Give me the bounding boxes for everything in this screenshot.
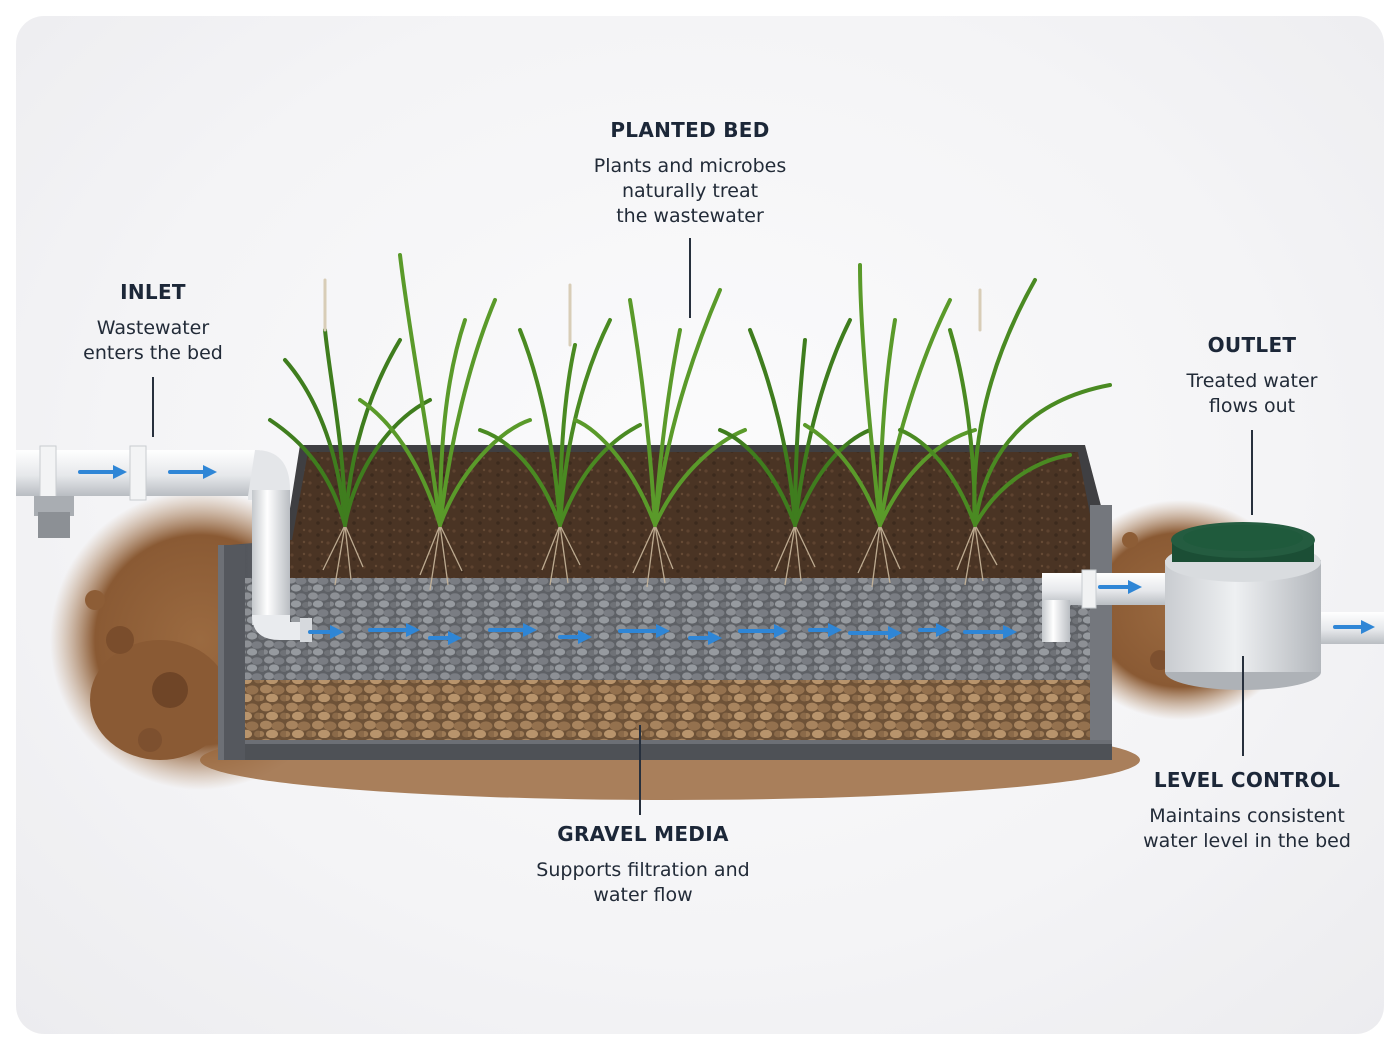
arrow-right-icon bbox=[428, 631, 462, 645]
inlet-description: Wastewater enters the bed bbox=[53, 316, 253, 366]
level-control-desc-line: water level in the bed bbox=[1143, 830, 1351, 852]
basin bbox=[218, 445, 1112, 760]
planted-bed-desc-line: Plants and microbes bbox=[593, 155, 787, 177]
arrow-right-icon bbox=[308, 625, 344, 639]
inlet-leader bbox=[152, 377, 154, 437]
outlet-title: OUTLET bbox=[1207, 333, 1297, 357]
planted-bed-title: PLANTED BED bbox=[610, 118, 770, 142]
gravel-media-desc-line: Supports filtration and bbox=[536, 859, 750, 881]
arrow-right-icon bbox=[168, 465, 217, 479]
arrow-right-icon bbox=[688, 631, 722, 645]
arrow-right-icon bbox=[558, 630, 592, 644]
level-control-leader bbox=[1242, 656, 1244, 756]
gravel-media-leader bbox=[639, 725, 641, 815]
plant-roots bbox=[322, 524, 998, 591]
arrow-right-icon bbox=[78, 465, 127, 479]
arrow-right-icon bbox=[738, 624, 788, 638]
arrow-right-icon bbox=[368, 623, 420, 637]
arrow-right-icon bbox=[918, 623, 950, 637]
arrow-right-icon bbox=[848, 626, 902, 640]
level-control-desc-line: Maintains consistent bbox=[1149, 805, 1345, 827]
outlet-description: Treated water flows out bbox=[1152, 369, 1352, 419]
gravel-media-desc-line: water flow bbox=[593, 884, 693, 906]
arrow-right-icon bbox=[488, 623, 537, 637]
arrow-right-icon bbox=[808, 623, 842, 637]
planted-bed-leader bbox=[689, 238, 691, 318]
planted-bed-desc-line: naturally treat bbox=[621, 180, 759, 202]
drainage-layer bbox=[245, 680, 1090, 740]
outlet-leader bbox=[1251, 430, 1253, 515]
planted-bed-desc-line: the wastewater bbox=[616, 205, 764, 227]
arrow-right-icon bbox=[1333, 620, 1375, 634]
outlet-desc-line: Treated water bbox=[1186, 370, 1318, 392]
level-control-callout: LEVEL CONTROL Maintains consistent water… bbox=[1122, 768, 1372, 854]
gravel-media-title: GRAVEL MEDIA bbox=[557, 822, 729, 846]
inlet-desc-line: Wastewater bbox=[96, 317, 210, 339]
inlet-callout: INLET Wastewater enters the bed bbox=[53, 280, 253, 366]
inlet-desc-line: enters the bed bbox=[83, 342, 223, 364]
level-control-description: Maintains consistent water level in the … bbox=[1122, 804, 1372, 854]
wetland-plants bbox=[268, 253, 1112, 527]
planted-bed-description: Plants and microbes naturally treat the … bbox=[540, 154, 840, 229]
planted-bed-callout: PLANTED BED Plants and microbes naturall… bbox=[540, 118, 840, 229]
gravel-media-callout: GRAVEL MEDIA Supports filtration and wat… bbox=[503, 822, 783, 908]
inlet-pipe bbox=[16, 445, 312, 642]
flow-arrows bbox=[78, 465, 1375, 645]
level-control-title: LEVEL CONTROL bbox=[1153, 768, 1341, 792]
gravel-media-description: Supports filtration and water flow bbox=[503, 858, 783, 908]
arrow-right-icon bbox=[963, 625, 1017, 639]
outlet-callout: OUTLET Treated water flows out bbox=[1152, 333, 1352, 419]
outlet-desc-line: flows out bbox=[1208, 395, 1296, 417]
arrow-right-icon bbox=[618, 624, 670, 638]
arrow-right-icon bbox=[1098, 580, 1142, 594]
inlet-title: INLET bbox=[120, 280, 186, 304]
